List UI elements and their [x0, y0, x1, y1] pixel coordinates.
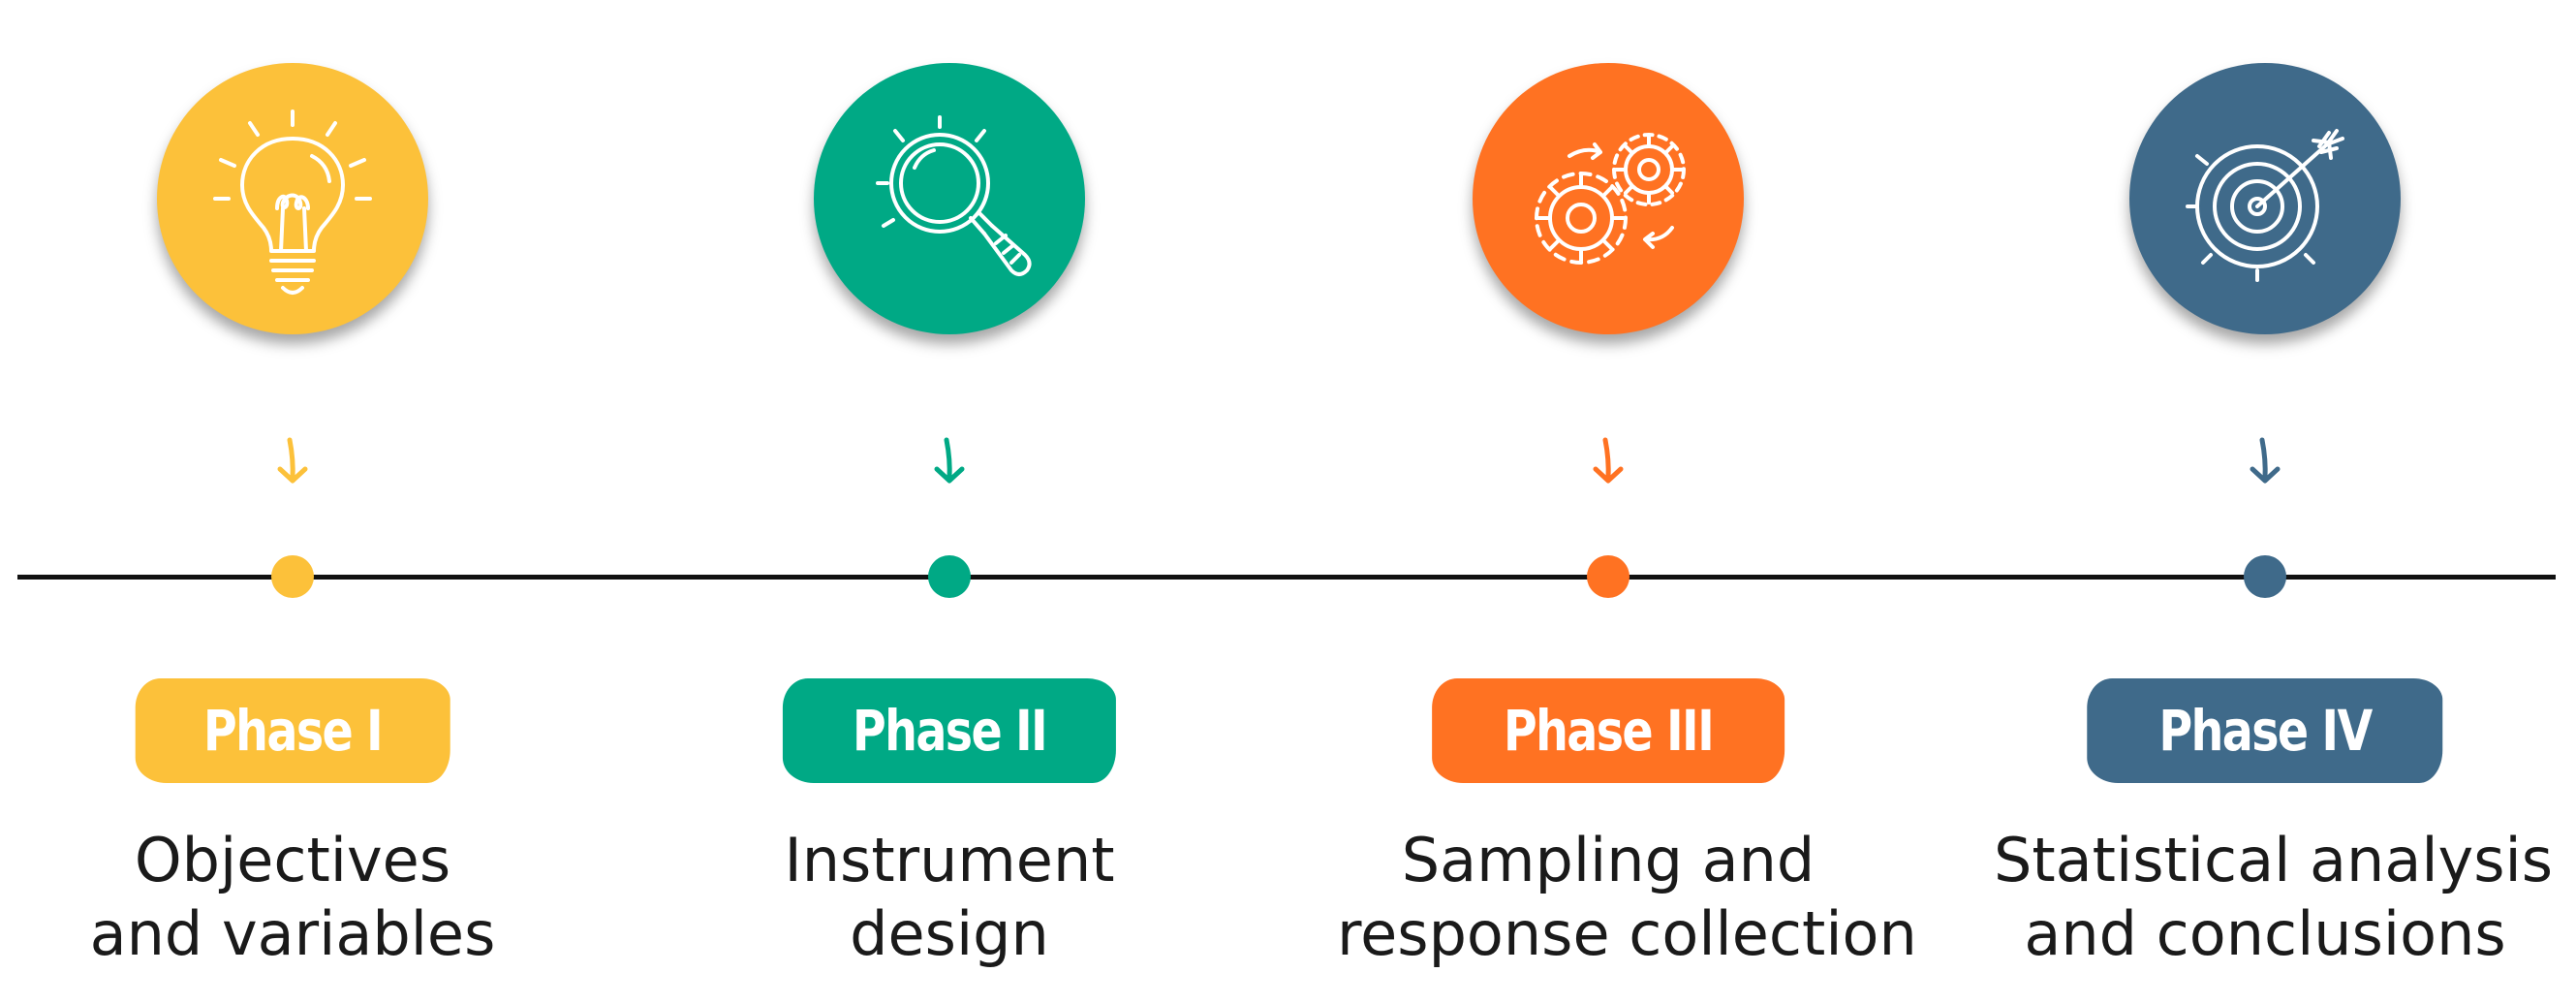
- phase-1-circle: [157, 63, 428, 334]
- phase-3-desc-line-2: response collection: [1337, 898, 1917, 969]
- phase-4-circle: [2129, 63, 2401, 334]
- phase-3-label: Phase III: [1503, 698, 1715, 764]
- lightbulb-icon: [213, 110, 372, 295]
- phase-2-desc-line-2: design: [850, 898, 1049, 969]
- phase-1-description: Objectives and variables: [21, 824, 564, 971]
- timeline-dot-2: [928, 555, 971, 598]
- phase-3-description: Sampling and response collection: [1337, 824, 1917, 971]
- phase-2: Phase II Instrument design: [678, 0, 1221, 1004]
- phase-4-description: Statistical analysis and conclusions: [1994, 824, 2554, 971]
- phase-2-desc-line-1: Instrument: [784, 825, 1115, 895]
- phase-4: Phase IV Statistical analysis and conclu…: [1994, 0, 2554, 1004]
- timeline-dot-4: [2244, 555, 2286, 598]
- phase-3-badge: Phase III: [1432, 678, 1785, 783]
- phase-2-description: Instrument design: [678, 824, 1221, 971]
- phase-1-label: Phase I: [202, 698, 384, 764]
- phase-4-label: Phase IV: [2158, 698, 2373, 764]
- phase-2-badge: Phase II: [782, 678, 1117, 783]
- phase-3-desc-line-1: Sampling and: [1401, 825, 1816, 895]
- phase-3-circle: [1473, 63, 1744, 334]
- phase-4-desc-line-2: and conclusions: [2024, 898, 2506, 969]
- timeline-dot-3: [1587, 555, 1629, 598]
- timeline-dot-1: [271, 555, 314, 598]
- down-arrow-icon: [2250, 437, 2281, 484]
- phase-1-badge: Phase I: [135, 678, 450, 783]
- phase-4-badge: Phase IV: [2087, 678, 2443, 783]
- phase-1-desc-line-1: Objectives: [134, 825, 451, 895]
- down-arrow-icon: [277, 437, 308, 484]
- phase-3: Phase III Sampling and response collecti…: [1337, 0, 1917, 1004]
- phase-1-desc-line-2: and variables: [89, 898, 496, 969]
- target-arrow-icon: [2186, 129, 2344, 282]
- timeline-line: [17, 575, 2556, 580]
- down-arrow-icon: [934, 437, 965, 484]
- phase-4-desc-line-1: Statistical analysis: [1994, 825, 2554, 895]
- down-arrow-icon: [1593, 437, 1624, 484]
- phase-2-label: Phase II: [852, 698, 1048, 764]
- phase-1: Phase I Objectives and variables: [21, 0, 564, 1004]
- gears-icon: [1535, 133, 1686, 265]
- magnifying-glass-icon: [876, 115, 1032, 276]
- phase-2-circle: [814, 63, 1085, 334]
